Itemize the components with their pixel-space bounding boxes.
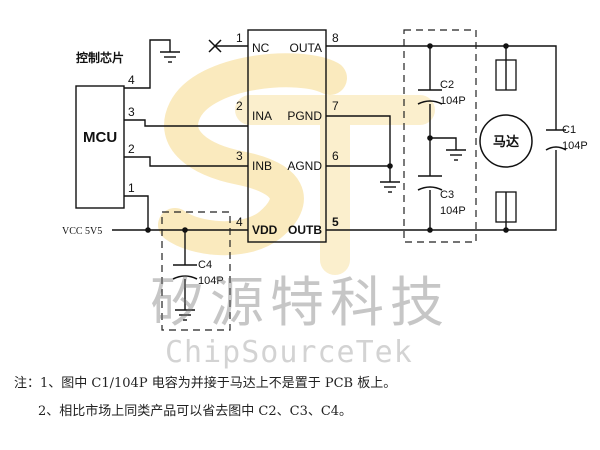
outa-wire bbox=[326, 45, 557, 130]
outb-wire bbox=[326, 150, 557, 231]
logo-watermark bbox=[158, 53, 435, 275]
svg-text:1: 1 bbox=[128, 181, 135, 195]
c4-dashed-box bbox=[161, 211, 231, 331]
svg-text:OUTB: OUTB bbox=[288, 223, 322, 237]
mcu-pin-numbers: 4 3 2 1 bbox=[128, 73, 135, 195]
svg-text:3: 3 bbox=[236, 149, 243, 163]
inb-wire bbox=[124, 156, 248, 167]
motor-icon bbox=[479, 114, 533, 168]
c3-value: 104P bbox=[440, 205, 466, 217]
driver-ic-box bbox=[247, 29, 327, 243]
vcc-label: VCC 5V5 bbox=[62, 226, 102, 237]
c4-value: 104P bbox=[198, 275, 224, 287]
mcu-name: MCU bbox=[83, 129, 117, 146]
motor-terminal-top bbox=[495, 59, 517, 91]
c2-name: C2 bbox=[440, 79, 454, 91]
driver-right-pin-numbers: 8 7 6 5 bbox=[332, 31, 339, 229]
c3-plate-bottom bbox=[417, 186, 443, 191]
ground-symbols bbox=[160, 51, 466, 321]
svg-text:AGND: AGND bbox=[287, 159, 322, 173]
svg-text:INB: INB bbox=[252, 159, 272, 173]
c1-plate-bottom bbox=[545, 146, 567, 151]
junction-dots bbox=[145, 43, 509, 233]
svg-text:VDD: VDD bbox=[252, 223, 278, 237]
c4-plate-bottom bbox=[172, 275, 198, 280]
svg-text:4: 4 bbox=[128, 73, 135, 87]
c4-name: C4 bbox=[198, 259, 212, 271]
svg-text:OUTA: OUTA bbox=[290, 41, 322, 55]
svg-text:2: 2 bbox=[128, 142, 135, 156]
chip-label: 控制芯片 bbox=[76, 50, 124, 65]
motor-terminal-bottom bbox=[495, 191, 517, 223]
mcu-pin4-wire bbox=[124, 39, 171, 89]
watermark-chinese: 矽源特科技 bbox=[150, 271, 450, 334]
svg-text:NC: NC bbox=[252, 41, 270, 55]
svg-text:7: 7 bbox=[332, 99, 339, 113]
driver-left-pin-numbers: 1 2 3 4 bbox=[236, 31, 243, 229]
svg-text:1: 1 bbox=[236, 31, 243, 45]
svg-text:3: 3 bbox=[128, 105, 135, 119]
svg-text:8: 8 bbox=[332, 31, 339, 45]
c2-c3-dashed-box bbox=[403, 29, 477, 243]
motor-label: 马达 bbox=[493, 134, 519, 149]
watermark-english: ChipSourceTek bbox=[165, 335, 413, 370]
note-1: 注：1、图中 C1/104P 电容为并接于马达上不是置于 PCB 板上。 bbox=[14, 376, 397, 391]
driver-left-pin-names: NC INA INB VDD bbox=[252, 41, 278, 237]
nc-cross-icon bbox=[208, 39, 222, 53]
svg-text:PGND: PGND bbox=[287, 109, 322, 123]
svg-text:4: 4 bbox=[236, 215, 243, 229]
c3-name: C3 bbox=[440, 189, 454, 201]
c2-plate-bottom bbox=[417, 100, 443, 105]
svg-text:5: 5 bbox=[332, 215, 339, 229]
c2-value: 104P bbox=[440, 95, 466, 107]
c1-value: 104P bbox=[562, 140, 588, 152]
mcu-pin1-wire bbox=[124, 195, 149, 230]
c2-c3-mid-ground bbox=[430, 137, 457, 150]
driver-right-pin-names: OUTA PGND AGND OUTB bbox=[287, 41, 322, 237]
svg-text:2: 2 bbox=[236, 99, 243, 113]
c1-name: C1 bbox=[562, 124, 576, 136]
pgnd-wire bbox=[326, 115, 391, 170]
ina-wire bbox=[124, 119, 248, 127]
note-2: 2、相比市场上同类产品可以省去图中 C2、C3、C4。 bbox=[38, 404, 353, 419]
mcu-box bbox=[75, 85, 125, 209]
svg-text:6: 6 bbox=[332, 149, 339, 163]
svg-text:INA: INA bbox=[252, 109, 272, 123]
